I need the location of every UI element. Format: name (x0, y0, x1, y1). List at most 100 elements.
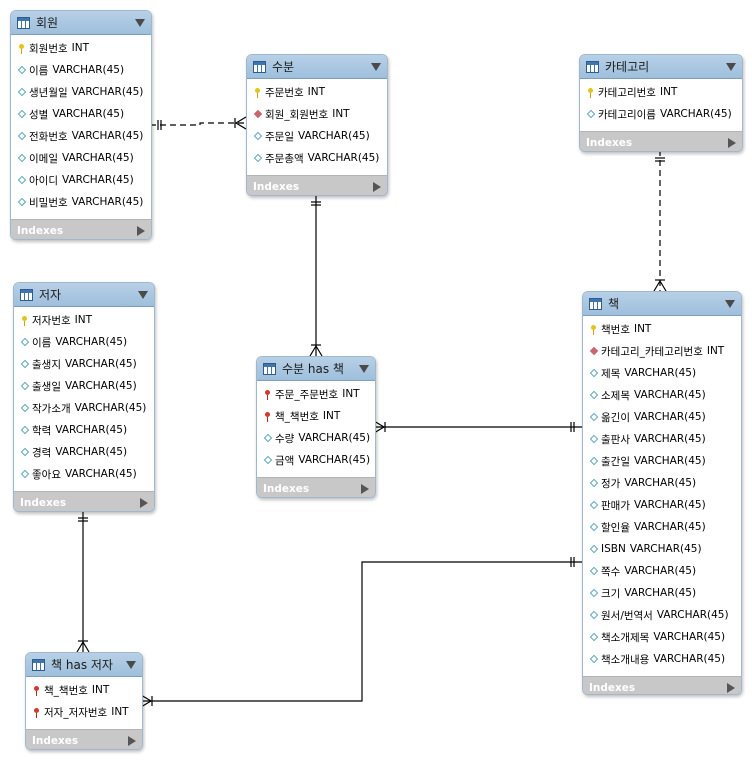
crows-foot-mark (234, 116, 247, 130)
indexes-section[interactable]: Indexes (14, 491, 154, 511)
collapse-arrow-icon[interactable] (126, 660, 136, 669)
column-name: 성별 (29, 108, 49, 121)
collapse-arrow-icon[interactable] (725, 299, 735, 308)
table-header[interactable]: 저자 (14, 283, 154, 307)
crows-foot-mark (309, 344, 323, 357)
expand-arrow-icon[interactable] (128, 735, 136, 746)
column-type: INT (91, 684, 110, 696)
table-title: 수분 has 책 (282, 362, 344, 376)
column-type: VARCHAR(45) (659, 108, 732, 120)
expand-arrow-icon[interactable] (727, 682, 735, 693)
table-header[interactable]: 수분 (247, 55, 387, 79)
column-name: 생년월일 (29, 86, 68, 99)
foreign-primary-key-icon (31, 686, 42, 696)
indexes-section[interactable]: Indexes (580, 131, 742, 151)
column-diamond-icon (19, 403, 30, 413)
collapse-arrow-icon[interactable] (726, 62, 736, 71)
table-header[interactable]: 책 (583, 292, 741, 316)
indexes-section[interactable]: Indexes (11, 219, 151, 239)
expand-arrow-icon[interactable] (361, 483, 369, 494)
table-header[interactable]: 책 has 저자 (26, 653, 142, 677)
column-name: 저자_저자번호 (44, 706, 108, 719)
indexes-section[interactable]: Indexes (26, 729, 142, 749)
column-type: INT (659, 86, 678, 98)
table-title: 회원 (36, 16, 59, 30)
column-type: INT (322, 410, 341, 422)
expand-arrow-icon[interactable] (728, 137, 736, 148)
collapse-arrow-icon[interactable] (371, 62, 381, 71)
collapse-arrow-icon[interactable] (135, 18, 145, 27)
table-header[interactable]: 카테고리 (580, 55, 742, 79)
column-name: 좋아요 (32, 468, 61, 481)
column-type: INT (71, 42, 90, 54)
table-title: 책 has 저자 (51, 658, 113, 672)
indexes-section[interactable]: Indexes (247, 175, 387, 195)
column-type: INT (332, 108, 350, 120)
expand-arrow-icon[interactable] (140, 497, 148, 508)
expand-arrow-icon[interactable] (373, 181, 381, 192)
collapse-arrow-icon[interactable] (138, 290, 148, 299)
table-header[interactable]: 회원 (11, 11, 151, 35)
indexes-section[interactable]: Indexes (257, 477, 375, 497)
column-name: 주문일 (265, 130, 294, 143)
column-diamond-icon (16, 175, 27, 185)
expand-arrow-icon[interactable] (137, 225, 145, 236)
indexes-section[interactable]: Indexes (583, 676, 741, 694)
table-header[interactable]: 수분 has 책 (257, 357, 375, 381)
collapse-arrow-icon[interactable] (359, 364, 369, 373)
column-name: 주문_주문번호 (275, 388, 339, 401)
